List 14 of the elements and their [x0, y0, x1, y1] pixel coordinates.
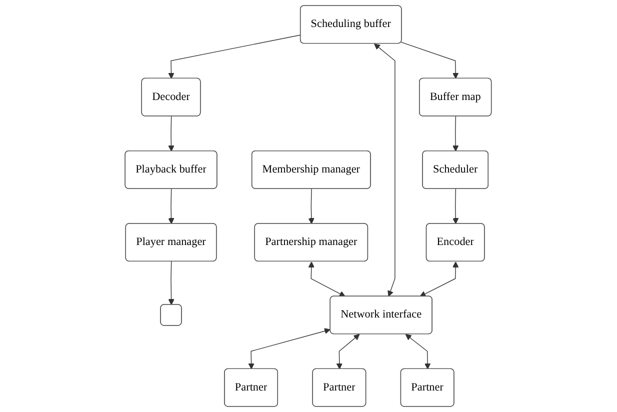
arrow: [336, 334, 360, 370]
arrow: [168, 188, 175, 224]
arrow: [452, 188, 459, 224]
arrow: [374, 44, 396, 297]
arrow: [308, 188, 315, 224]
arrow: [168, 116, 175, 152]
arrow: [420, 262, 459, 297]
arrow: [406, 334, 431, 370]
arrow: [401, 42, 459, 79]
arrow: [308, 262, 346, 297]
arrow: [168, 261, 175, 306]
arrow: [248, 328, 331, 370]
arrow: [452, 116, 459, 152]
arrow: [168, 34, 302, 79]
